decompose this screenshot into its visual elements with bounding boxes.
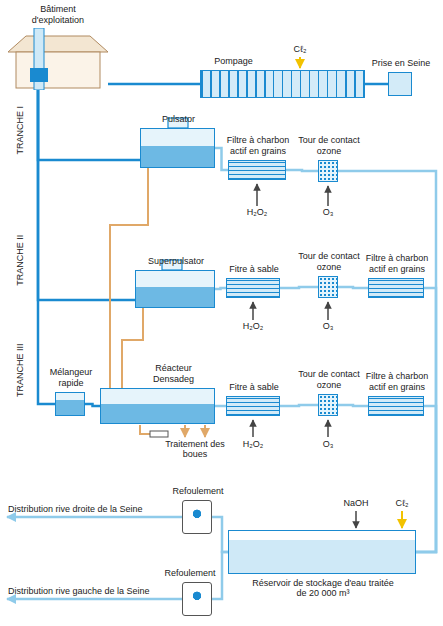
node-label: Pompage (209, 56, 259, 66)
section-label: TRANCHE III (15, 335, 25, 405)
water-pipe (416, 288, 436, 552)
pumping-basin: Pompage (200, 70, 365, 98)
sludge-arrow (204, 425, 206, 437)
water-pipe (108, 83, 200, 86)
carbon-filter: Filtre à charbon actif en grains (368, 278, 424, 298)
sludge-pump (150, 431, 168, 437)
water-pipe (212, 517, 228, 552)
node-label: Tour de contact ozone (297, 251, 361, 272)
water-pipe (38, 90, 55, 404)
node-label: Tour de contact ozone (297, 135, 361, 156)
water-pipe (365, 83, 388, 86)
annotation-label: O₃ (316, 321, 340, 331)
section-label: TRANCHE II (15, 225, 25, 295)
building-wall (16, 52, 100, 88)
ozone-tower: Tour de contact ozone (318, 394, 338, 416)
distribution-arrow (7, 516, 182, 519)
annotation-label: Distribution rive gauche de la Seine (8, 586, 178, 596)
sludge-pipe (122, 308, 143, 388)
densadeg-reactor: Réacteur Densadeg (100, 388, 215, 424)
pump-unit (30, 68, 48, 82)
ozone-tower: Tour de contact ozone (318, 160, 338, 182)
node-label: Réservoir de stockage d'eau traitée de 2… (248, 578, 398, 599)
water-pipe (338, 405, 368, 406)
node-label: Mélangeur rapide (47, 367, 95, 388)
annotation-label: O₃ (316, 207, 340, 217)
river-intake: Prise en Seine (388, 72, 412, 96)
sludge-line (140, 425, 150, 434)
node-label: Superpulsator (141, 256, 211, 266)
rapid-mixer: Mélangeur rapide (55, 392, 85, 416)
sludge-arrow (184, 425, 186, 437)
water-pipe (38, 90, 135, 300)
annotation-label: Cℓ₂ (285, 44, 315, 54)
water-pipe (338, 287, 368, 288)
clarifier-tank: Superpulsator (135, 270, 215, 308)
dosing-arrow (327, 302, 329, 320)
node-label: Filtre à charbon actif en grains (364, 253, 430, 274)
water-pipe (338, 171, 436, 552)
node-label: Réacteur Densadeg (141, 363, 207, 384)
storage-reservoir: Réservoir de stockage d'eau traitée de 2… (228, 530, 416, 574)
clarifier-tank: Pulsator (140, 128, 215, 168)
ozone-tower: Tour de contact ozone (318, 276, 338, 298)
node-label: Refoulement (164, 568, 216, 578)
water-pipe (280, 405, 318, 406)
dosing-arrow (327, 186, 329, 206)
dosing-arrow (252, 302, 254, 320)
dosing-arrow (327, 420, 329, 437)
node-label: Refoulement (170, 486, 226, 496)
annotation-label: H₂O₂ (242, 207, 272, 217)
annotation-label: H₂O₂ (238, 439, 268, 449)
water-pipe (416, 406, 436, 552)
sand-filter: Fitre à sable (226, 396, 280, 416)
node-label: Filtre à charbon actif en grains (364, 371, 430, 392)
node-label: Fitre à sable (224, 382, 284, 392)
node-label: Filtre à charbon actif en grains (223, 135, 293, 156)
node-label: Prise en Seine (369, 58, 433, 68)
node-label: Fitre à sable (224, 264, 284, 274)
chlorine-arrow (299, 57, 301, 68)
water-pipe (215, 405, 226, 408)
distribution-arrow (7, 598, 182, 601)
water-pipe (85, 404, 100, 406)
water-pipe (215, 288, 226, 289)
building-shape (8, 28, 108, 90)
node-label: Tour de contact ozone (297, 369, 361, 390)
water-pipe (38, 90, 140, 160)
node-label: Pulsator (144, 114, 214, 124)
sand-filter: Fitre à sable (226, 278, 280, 298)
dosing-arrow (355, 511, 357, 528)
annotation-label: Cℓ₂ (387, 498, 417, 508)
dosing-arrow (252, 420, 254, 437)
chlorine-arrow (401, 511, 403, 528)
section-label: TRANCHE I (15, 95, 25, 165)
delivery-pump: Refoulement (182, 582, 212, 616)
water-pipe (280, 287, 318, 288)
annotation-label: O₃ (316, 439, 340, 449)
carbon-filter: Filtre à charbon actif en grains (368, 396, 424, 416)
water-pipe (215, 148, 228, 170)
operations-building: Bâtiment d'exploitation (8, 28, 108, 90)
annotation-label: NaOH (339, 498, 373, 508)
annotation-label: H₂O₂ (238, 321, 268, 331)
building-roof (8, 36, 108, 52)
water-pipe (286, 170, 318, 171)
delivery-pump: Refoulement (182, 500, 212, 534)
annotation-label: Traitement des boues (163, 439, 227, 460)
node-label: Bâtiment d'exploitation (18, 4, 98, 25)
dosing-arrow (256, 184, 258, 206)
annotation-label: Distribution rive droite de la Seine (8, 504, 178, 514)
carbon-filter: Filtre à charbon actif en grains (228, 160, 286, 180)
